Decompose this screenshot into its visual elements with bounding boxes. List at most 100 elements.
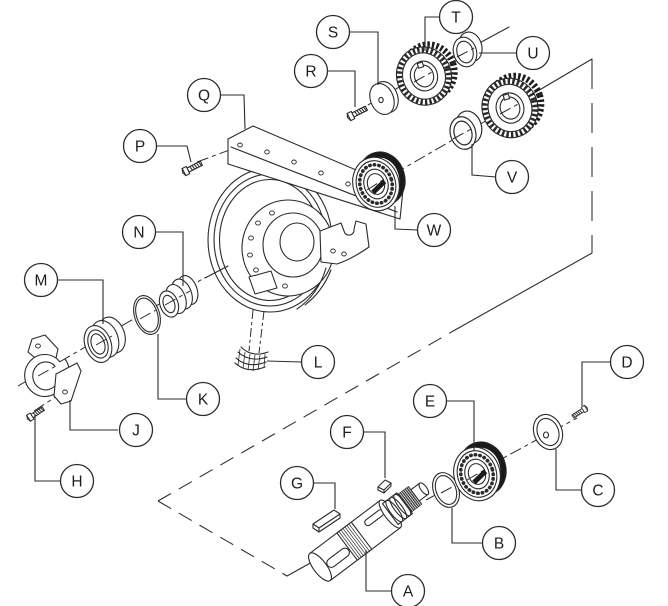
bracket-saddle-inner	[32, 361, 58, 391]
callout-letter: P	[135, 139, 145, 156]
leader-line	[34, 415, 60, 482]
callout-letter: T	[451, 10, 461, 27]
bracket-base-hole	[62, 389, 68, 395]
callout-letter: Q	[198, 88, 210, 105]
callout-circle	[329, 414, 365, 450]
leader-line	[365, 550, 391, 592]
callout-l-wear-pad: L	[266, 344, 336, 380]
housing-window-cutout	[248, 270, 278, 295]
bushing-v-part	[444, 107, 488, 153]
pad-drop-line-2	[258, 310, 265, 354]
lower-gear-axis-solid	[535, 58, 593, 93]
leader-line	[157, 145, 192, 163]
callout-circle	[416, 212, 452, 248]
callout-letter: S	[328, 25, 338, 42]
output-shaft-part	[307, 482, 430, 582]
callout-letter: J	[132, 423, 140, 440]
callouts-layer: A B C D E F G H J K L M N P Q R S T U V W	[23, 0, 645, 606]
callout-k-snap-ring: K	[157, 334, 221, 417]
callout-s-washer: S	[315, 14, 379, 85]
housing-part	[207, 125, 404, 313]
callout-letter: F	[342, 425, 351, 442]
leader-line	[266, 360, 302, 363]
callout-letter: V	[507, 170, 518, 187]
leader-line	[555, 449, 581, 491]
leader-line	[350, 31, 379, 85]
bolt-p-part	[180, 159, 204, 177]
leader-line	[157, 334, 186, 400]
callout-t-gear: T	[424, 0, 474, 51]
bearing-w-part	[345, 146, 412, 216]
callout-letter: B	[494, 536, 504, 553]
callout-letter: R	[305, 64, 316, 81]
callout-circle	[185, 381, 221, 417]
callout-circle	[23, 262, 59, 298]
callout-circle	[293, 53, 329, 89]
leader-line	[314, 482, 336, 509]
callout-h-screw: H	[34, 415, 95, 499]
housing-bore-wall	[279, 222, 315, 262]
centerline-overlays	[37, 47, 521, 494]
callout-letter: M	[35, 273, 48, 290]
leader-line	[328, 70, 356, 107]
callout-circle	[390, 573, 426, 606]
bracket-part	[24, 334, 82, 405]
callout-letter: A	[403, 584, 414, 601]
callout-c-thrust-washer: C	[555, 449, 616, 508]
thrust-washer-part	[532, 413, 564, 451]
callout-circle	[438, 0, 474, 35]
callout-circle	[300, 344, 336, 380]
leader-line	[58, 279, 104, 324]
callout-letter: C	[592, 483, 603, 500]
wear-pad-ribs	[237, 348, 266, 372]
callout-u-bushing: U	[479, 35, 551, 71]
callout-circle	[412, 383, 448, 419]
leader-line	[69, 400, 118, 431]
callout-letter: U	[527, 46, 538, 63]
callout-circle	[118, 412, 154, 448]
callout-letter: W	[427, 223, 442, 240]
shaft-spline-band-lines	[338, 523, 370, 559]
housing-neck-line-2	[304, 269, 332, 306]
wing-hole-2	[341, 251, 347, 257]
bracket-base-plate	[53, 362, 82, 405]
leader-line	[424, 16, 439, 51]
callout-v-bushing: V	[471, 144, 530, 195]
callout-circle	[279, 465, 315, 501]
leader-line	[451, 508, 482, 544]
callout-circle	[481, 525, 517, 561]
callout-circle	[515, 35, 551, 71]
callout-letter: K	[198, 392, 209, 409]
callout-d-screw: D	[581, 344, 645, 406]
leader-line	[221, 94, 246, 130]
leader-line	[364, 431, 386, 478]
callout-circle	[59, 463, 95, 499]
leader-line	[581, 361, 610, 406]
wear-pad-part	[234, 346, 269, 372]
callout-letter: H	[71, 474, 82, 491]
callout-g-shaft-key: G	[279, 465, 336, 509]
callout-letter: G	[291, 476, 303, 493]
callout-p-bolt: P	[122, 128, 192, 164]
callout-circle	[122, 128, 158, 164]
callout-circle	[315, 14, 351, 50]
callout-letter: E	[425, 394, 435, 411]
callout-f-woodruff-key: F	[329, 414, 386, 478]
washer-s-part	[369, 81, 399, 115]
bracket-ear-hole	[35, 343, 41, 349]
callout-letter: N	[133, 225, 144, 242]
callout-j-support-bracket: J	[69, 400, 154, 448]
shaft-end-cap	[307, 552, 333, 582]
callout-n-ribbed-seal: N	[121, 214, 184, 286]
shaft-knurl-lines	[399, 486, 422, 511]
callout-m-seal-ring: M	[23, 262, 104, 324]
plane-edge-lower-solid	[286, 560, 315, 577]
callout-circle	[186, 77, 222, 113]
shaft-tip-cap	[418, 482, 430, 496]
leader-line	[394, 206, 418, 231]
ribbed-seal-part	[158, 275, 199, 318]
leader-line	[471, 144, 497, 178]
leader-line	[156, 231, 184, 286]
callout-circle	[121, 214, 157, 250]
